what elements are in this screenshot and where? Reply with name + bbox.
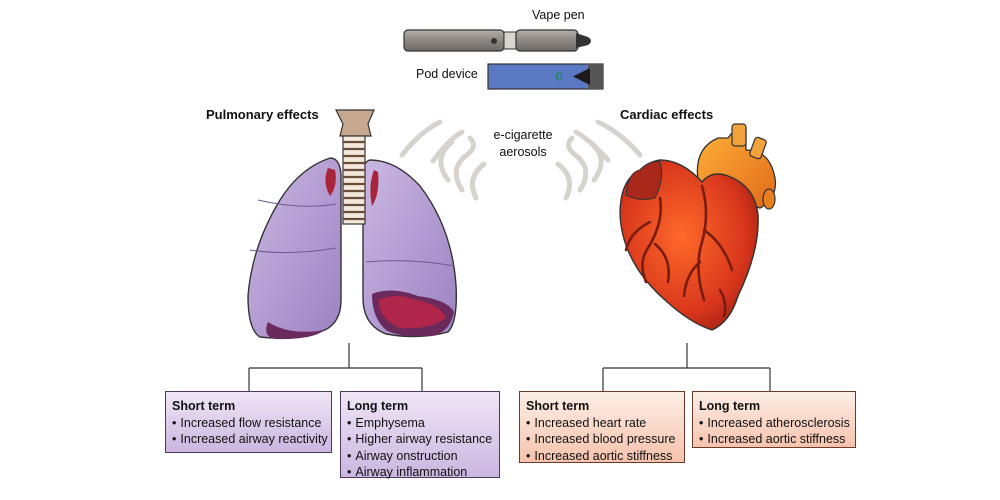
pod-device-label: Pod device <box>416 67 478 81</box>
pulmonary-long-term-box: Long term Emphysema Higher airway resist… <box>340 391 500 481</box>
list-item: Increased atherosclerosis <box>699 415 849 432</box>
lungs-illustration <box>247 109 458 340</box>
box-title: Long term <box>699 399 761 413</box>
list-item: Increased aortic stiffness <box>526 448 678 465</box>
heart-illustration <box>619 123 777 331</box>
effects-list: Emphysema Higher airway resistance Airwa… <box>347 415 493 481</box>
cardiac-effects-heading: Cardiac effects <box>620 107 714 122</box>
list-item: Increased aortic stiffness <box>699 431 849 448</box>
pulmonary-effects-heading: Pulmonary effects <box>206 107 319 122</box>
connector-lines <box>248 343 771 391</box>
aerosol-label-line2: aerosols <box>499 145 547 159</box>
list-item: Increased flow resistance <box>172 415 325 432</box>
list-item: Increased blood pressure <box>526 431 678 448</box>
vape-pen-label: Vape pen <box>532 8 585 22</box>
aerosol-swirls-right <box>555 119 643 201</box>
list-item: Increased airway reactivity <box>172 431 327 448</box>
list-item: Emphysema <box>347 415 493 432</box>
list-item: Increased heart rate <box>526 415 678 432</box>
effects-list: Increased atherosclerosis Increased aort… <box>699 415 849 448</box>
list-item: Higher airway resistance <box>347 431 493 448</box>
pulmonary-short-term-box: Short term Increased flow resistance Inc… <box>165 391 332 453</box>
aerosol-label-line1: e-cigarette <box>493 128 553 142</box>
list-item: Airway onstruction <box>347 448 493 465</box>
aerosol-swirls-left <box>399 119 487 201</box>
list-item: Airway inflammation <box>347 464 493 481</box>
effects-list: Increased flow resistance Increased airw… <box>172 415 327 448</box>
box-title: Long term <box>347 399 409 413</box>
box-title: Short term <box>172 399 236 413</box>
cardiac-long-term-box: Long term Increased atherosclerosis Incr… <box>692 391 856 448</box>
vape-pen-icon <box>403 29 591 52</box>
cardiac-short-term-box: Short term Increased heart rate Increase… <box>519 391 685 463</box>
effects-list: Increased heart rate Increased blood pre… <box>526 415 678 465</box>
aerosol-label: e-cigarette aerosols <box>468 127 578 161</box>
pod-device-icon <box>487 63 604 90</box>
box-title: Short term <box>526 399 590 413</box>
